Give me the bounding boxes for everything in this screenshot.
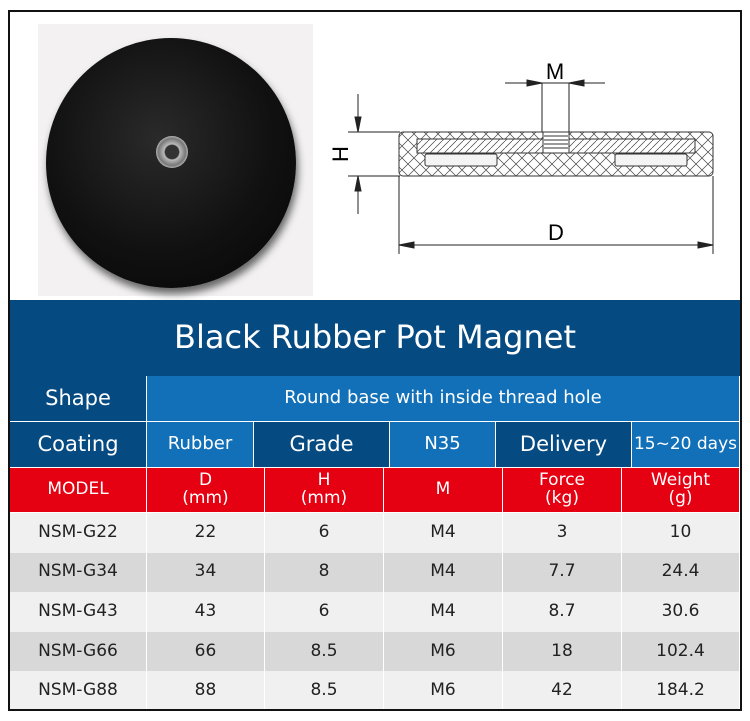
header-text: MODEL — [47, 479, 109, 500]
table-cell: 102.4 — [622, 631, 740, 672]
table-cell: M4 — [384, 552, 503, 593]
table-cell: 7.7 — [503, 552, 622, 593]
table-cell: 18 — [503, 631, 622, 672]
table-cell: 30.6 — [622, 592, 740, 632]
table-cell: 42 — [503, 671, 622, 711]
outer-border — [8, 10, 742, 711]
table-cell: M4 — [384, 513, 503, 553]
table-cell: M4 — [384, 592, 503, 632]
header-cell: Force(kg) — [503, 468, 622, 513]
header-cell: D(mm) — [147, 468, 265, 513]
model-cell: NSM-G43 — [10, 592, 147, 632]
table-cell: 88 — [147, 671, 265, 711]
table-cell: 6 — [265, 513, 384, 553]
header-cell: H(mm) — [265, 468, 384, 513]
dim-label-h: H — [330, 146, 353, 162]
product-photo — [38, 24, 313, 296]
model-cell: NSM-G34 — [10, 552, 147, 593]
header-text: Force — [539, 470, 585, 491]
coating-value: Rubber — [147, 422, 254, 468]
model-cell: NSM-G22 — [10, 513, 147, 553]
model-cell: NSM-G66 — [10, 631, 147, 672]
dim-label-d: D — [548, 220, 564, 245]
header-text: (mm) — [182, 488, 229, 508]
header-text: (mm) — [300, 488, 348, 508]
dim-label-m: M — [546, 59, 564, 84]
table-cell: 10 — [622, 513, 740, 553]
header-cell: Weight(g) — [622, 468, 740, 513]
table-cell: 8.5 — [265, 671, 384, 711]
delivery-value: 15~20 days — [632, 422, 740, 468]
coating-label: Coating — [10, 422, 147, 468]
grade-label: Grade — [254, 422, 390, 468]
magnet-disc — [46, 38, 296, 288]
table-cell: 43 — [147, 592, 265, 632]
table-cell: M6 — [384, 631, 503, 672]
table-cell: 8.5 — [265, 631, 384, 672]
header-cell: MODEL — [10, 468, 147, 513]
header-cell: M — [384, 468, 503, 513]
table-cell: 24.4 — [622, 552, 740, 593]
table-cell: 184.2 — [622, 671, 740, 711]
header-text: M — [435, 479, 451, 500]
technical-drawing: M H D — [330, 59, 714, 254]
model-cell: NSM-G88 — [10, 671, 147, 711]
table-cell: 66 — [147, 631, 265, 672]
thread-hole — [156, 136, 188, 168]
page-title: Black Rubber Pot Magnet — [10, 300, 740, 376]
table-cell: 8.7 — [503, 592, 622, 632]
shape-value: Round base with inside thread hole — [147, 376, 740, 422]
shape-label: Shape — [10, 376, 147, 422]
table-cell: M6 — [384, 671, 503, 711]
delivery-label: Delivery — [496, 422, 632, 468]
table-cell: 8 — [265, 552, 384, 593]
header-text: (kg) — [545, 488, 579, 508]
table-cell: 6 — [265, 592, 384, 632]
table-cell: 34 — [147, 552, 265, 593]
table-cell: 3 — [503, 513, 622, 553]
table-cell: 22 — [147, 513, 265, 553]
header-text: (g) — [668, 488, 693, 508]
header-text: Weight — [650, 470, 711, 491]
header-text: D — [198, 470, 213, 491]
header-text: H — [317, 470, 331, 491]
grade-value: N35 — [390, 422, 496, 468]
